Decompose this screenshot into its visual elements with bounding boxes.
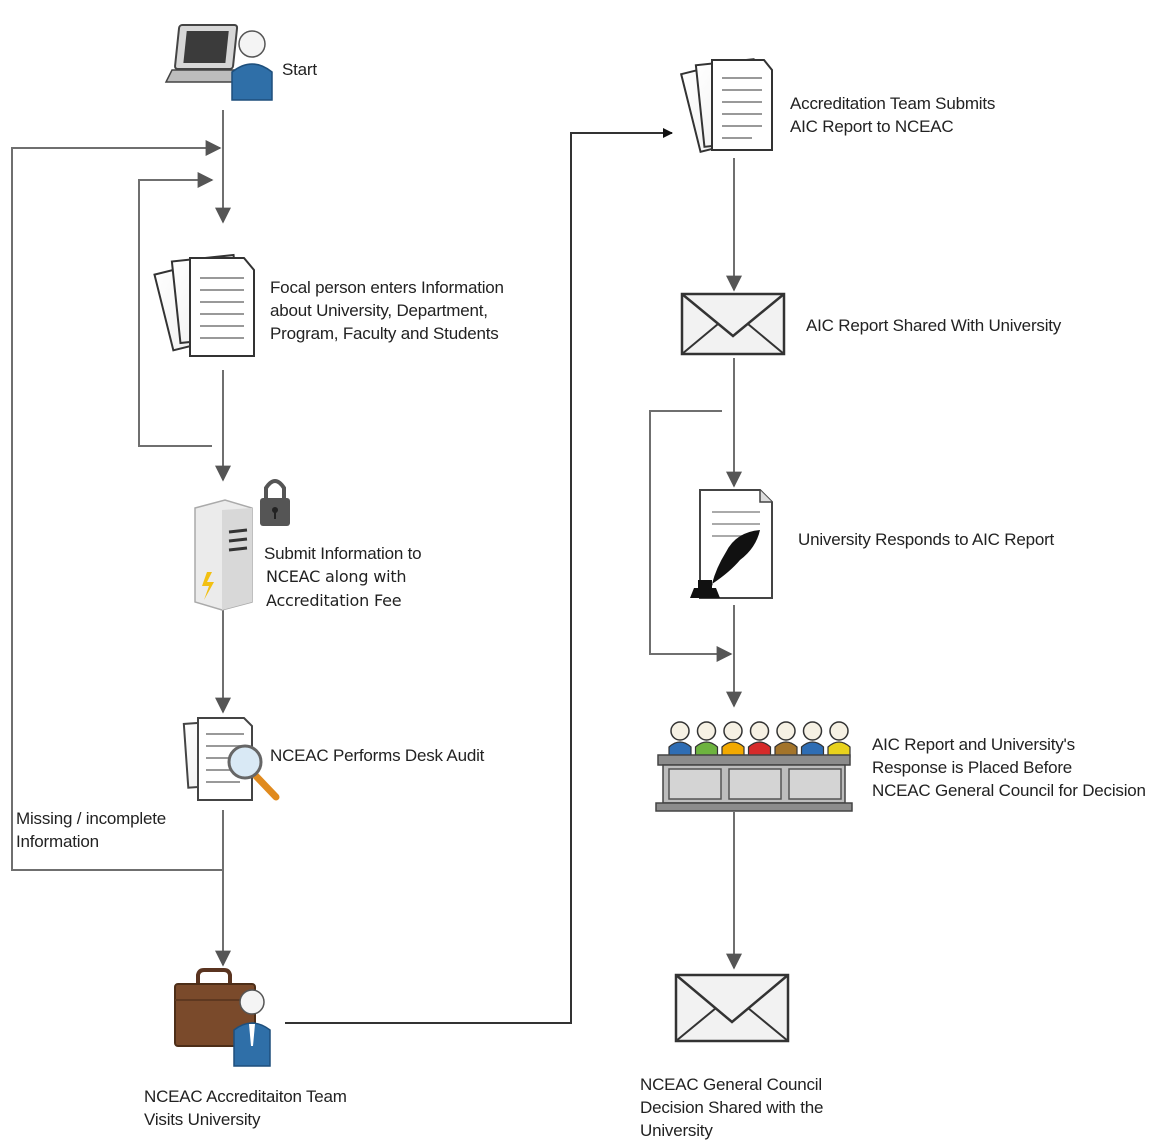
loop-skip-response: [649, 410, 733, 662]
council-member-icon: [800, 721, 825, 758]
council-member-icon: [668, 721, 692, 758]
missing-info-label: Missing / incomplete Information: [16, 809, 167, 851]
arrow-visit-to-report: [285, 128, 673, 1024]
council-bench-icon: [655, 721, 853, 812]
loop-missing-info: [11, 140, 224, 871]
council-member-icon: [774, 721, 798, 758]
document-magnifier-icon: [182, 717, 280, 801]
step-submit-report-label: Accreditation Team Submits AIC Report to…: [790, 94, 996, 136]
step-submit-info-label-1: Submit Information to: [264, 544, 422, 563]
step-team-visit-label: NCEAC Accreditaiton Team Visits Universi…: [144, 1087, 347, 1129]
step-enter-info-label: Focal person enters Information about Un…: [270, 278, 504, 343]
step-start-label: Start: [282, 60, 317, 79]
council-member-icon: [747, 721, 772, 758]
step-decision-shared-label: NCEAC General Council Decision Shared wi…: [640, 1075, 824, 1140]
connectors: [11, 110, 742, 1024]
step-council-label: AIC Report and University's Response is …: [872, 735, 1146, 800]
documents-icon: [153, 253, 255, 357]
step-submit-info-label-2: NCEAC along with Accreditation Fee: [266, 567, 407, 610]
user-at-laptop-icon: [164, 24, 273, 101]
council-member-icon: [721, 721, 745, 758]
documents-icon: [679, 58, 773, 154]
loop-enter-info-back: [138, 172, 214, 447]
briefcase-person-icon: [174, 968, 271, 1067]
council-member-icon: [827, 721, 851, 758]
envelope-icon: [680, 292, 786, 356]
step-university-responds-label: University Responds to AIC Report: [798, 530, 1055, 549]
step-desk-audit-label: NCEAC Performs Desk Audit: [270, 746, 485, 765]
document-quill-icon: [690, 489, 773, 599]
step-report-shared-label: AIC Report Shared With University: [806, 316, 1062, 335]
secure-server-icon: [194, 479, 290, 611]
envelope-icon: [674, 973, 790, 1043]
council-member-icon: [694, 721, 719, 758]
